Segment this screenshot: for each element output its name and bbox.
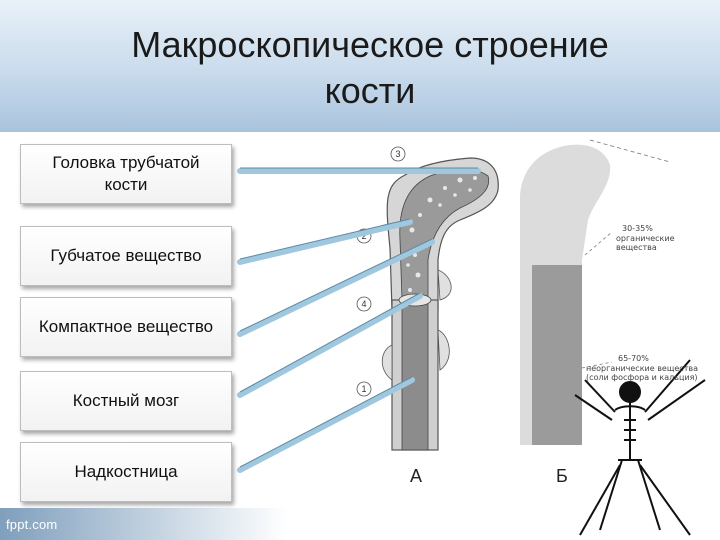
label-bone-head: Головка трубчатой кости: [20, 144, 232, 204]
label-compact-substance: Компактное вещество: [20, 297, 232, 357]
pointer-spongy: [240, 222, 410, 262]
note-inorganic: неорганические вещества (соли фосфора и …: [586, 364, 706, 382]
label-periosteum: Надкостница: [20, 442, 232, 502]
pointer-periosteum: [240, 380, 412, 470]
note-organic-percent: 30-35%: [622, 224, 653, 233]
figure-letter-b: Б: [556, 466, 568, 487]
note-organic: органические вещества: [616, 234, 696, 252]
marker-label-1: 1: [361, 384, 366, 394]
marker-label-3: 3: [395, 149, 400, 159]
note-inorganic-percent: 65-70%: [618, 354, 649, 363]
marker-label-4: 4: [361, 299, 366, 309]
bone-composition-figure: [520, 140, 670, 445]
footer-brand: fppt.com: [6, 517, 57, 532]
figure-letter-a: А: [410, 466, 422, 487]
label-bone-marrow: Костный мозг: [20, 371, 232, 431]
footer-bar: [0, 508, 720, 540]
label-spongy-substance: Губчатое вещество: [20, 226, 232, 286]
